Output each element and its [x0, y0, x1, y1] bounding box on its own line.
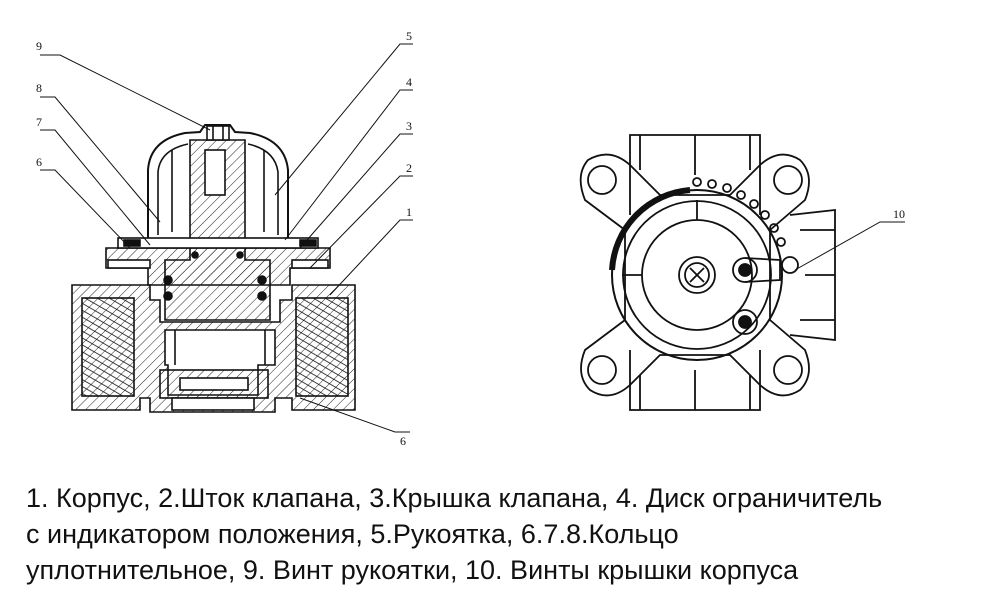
- caption-line-3: уплотнительное, 9. Винт рукоятки, 10. Ви…: [26, 555, 799, 585]
- top-view: [579, 134, 836, 411]
- caption-line-2: с индикатором положения, 5.Рукоятка, 6.7…: [26, 519, 679, 549]
- caption-line-1: 1. Корпус, 2.Шток клапана, 3.Крышка клап…: [26, 483, 883, 513]
- right-thread: [295, 297, 349, 397]
- callout-6-bottom: 6: [400, 434, 406, 448]
- callout-4: 4: [406, 75, 412, 89]
- flange-hole: [587, 355, 617, 385]
- callout-1: 1: [406, 205, 412, 219]
- left-thread: [81, 297, 135, 397]
- handle-disc-outer: [611, 189, 783, 361]
- handle-screw: [206, 125, 230, 141]
- center-screw: [678, 256, 716, 294]
- callout-9: 9: [36, 39, 42, 53]
- valve-handle: [147, 124, 289, 238]
- section-view: [71, 124, 356, 413]
- callout-10: 10: [893, 207, 905, 221]
- callout-2: 2: [406, 161, 412, 175]
- disc-limiter: [117, 237, 319, 249]
- o-ring: [257, 275, 267, 285]
- flange-hole: [587, 165, 617, 195]
- parts-caption: 1. Корпус, 2.Шток клапана, 3.Крышка клап…: [26, 480, 986, 588]
- o-ring: [163, 291, 173, 301]
- flange-hole: [773, 165, 803, 195]
- stop-screw: [732, 309, 758, 335]
- callout-7: 7: [36, 115, 42, 129]
- callout-3: 3: [406, 119, 412, 133]
- callout-8: 8: [36, 81, 42, 95]
- cover-screw: [781, 256, 799, 274]
- o-ring: [191, 251, 199, 259]
- valve-drawing: 9 8 7 6 5 4 3 2 1 6: [36, 29, 905, 448]
- cover-flange: [579, 153, 810, 397]
- o-ring: [257, 291, 267, 301]
- callout-5: 5: [406, 29, 412, 43]
- valve-stem: [164, 139, 271, 321]
- flange-hole: [773, 355, 803, 385]
- callout-6-top: 6: [36, 155, 42, 169]
- leader-lines: [40, 43, 413, 433]
- indicator-scale: [692, 177, 786, 247]
- o-ring: [236, 251, 244, 259]
- o-ring: [163, 275, 173, 285]
- leader-10: [794, 221, 905, 271]
